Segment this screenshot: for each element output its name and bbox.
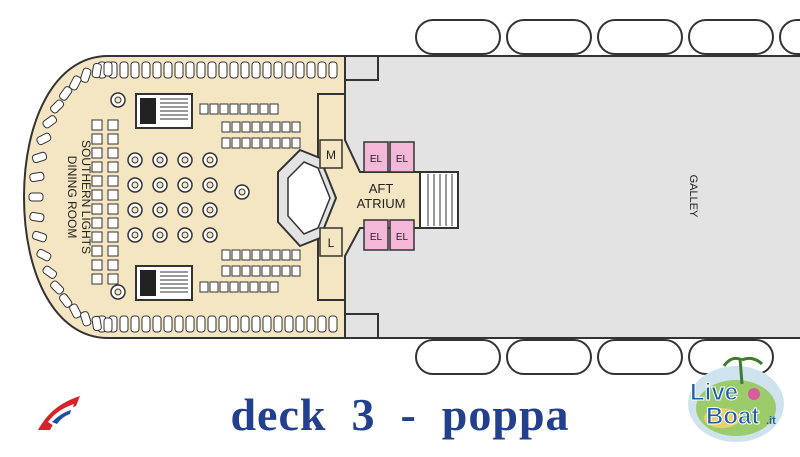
- dining-room-label-line1: SOUTHERN LIGHTS: [79, 140, 93, 254]
- restroom-men: [319, 139, 343, 169]
- elevator-label: EL: [396, 154, 409, 165]
- watermark-boat: Boat: [706, 403, 759, 430]
- elevator-label: EL: [396, 232, 409, 243]
- stairwell-lower: [135, 265, 193, 301]
- restroom-ladies-label: L: [328, 236, 335, 250]
- elevators: EL EL EL EL: [363, 141, 415, 251]
- watermark-live: Live: [690, 379, 738, 406]
- carnival-funnel-logo: [38, 396, 80, 430]
- elevator-label: EL: [370, 154, 383, 165]
- stairwell-upper: [135, 93, 193, 129]
- lifeboats-top: [415, 19, 800, 55]
- round-tables: [110, 92, 250, 300]
- restroom-men-label: M: [326, 148, 336, 162]
- dining-room-label-line2: DINING ROOM: [65, 156, 79, 239]
- table-rows: [91, 103, 301, 293]
- deck-title: deck 3 - poppa: [230, 389, 570, 440]
- elevator-label: EL: [370, 232, 383, 243]
- watermark-suffix: .it: [766, 415, 776, 427]
- restroom-ladies: [319, 227, 343, 257]
- atrium-label-line1: AFT: [369, 181, 394, 196]
- atrium-area: [277, 93, 459, 301]
- lifeboats-bottom: [415, 339, 774, 375]
- liveboat-watermark: Live Boat .it: [688, 356, 784, 442]
- atrium-label-line2: ATRIUM: [357, 196, 406, 211]
- galley-label: GALLEY: [687, 175, 699, 218]
- outer-seats: [28, 61, 338, 333]
- deck-plan: M L EL EL EL EL AFT ATRIUM SOUTHERN LIGH…: [22, 19, 800, 375]
